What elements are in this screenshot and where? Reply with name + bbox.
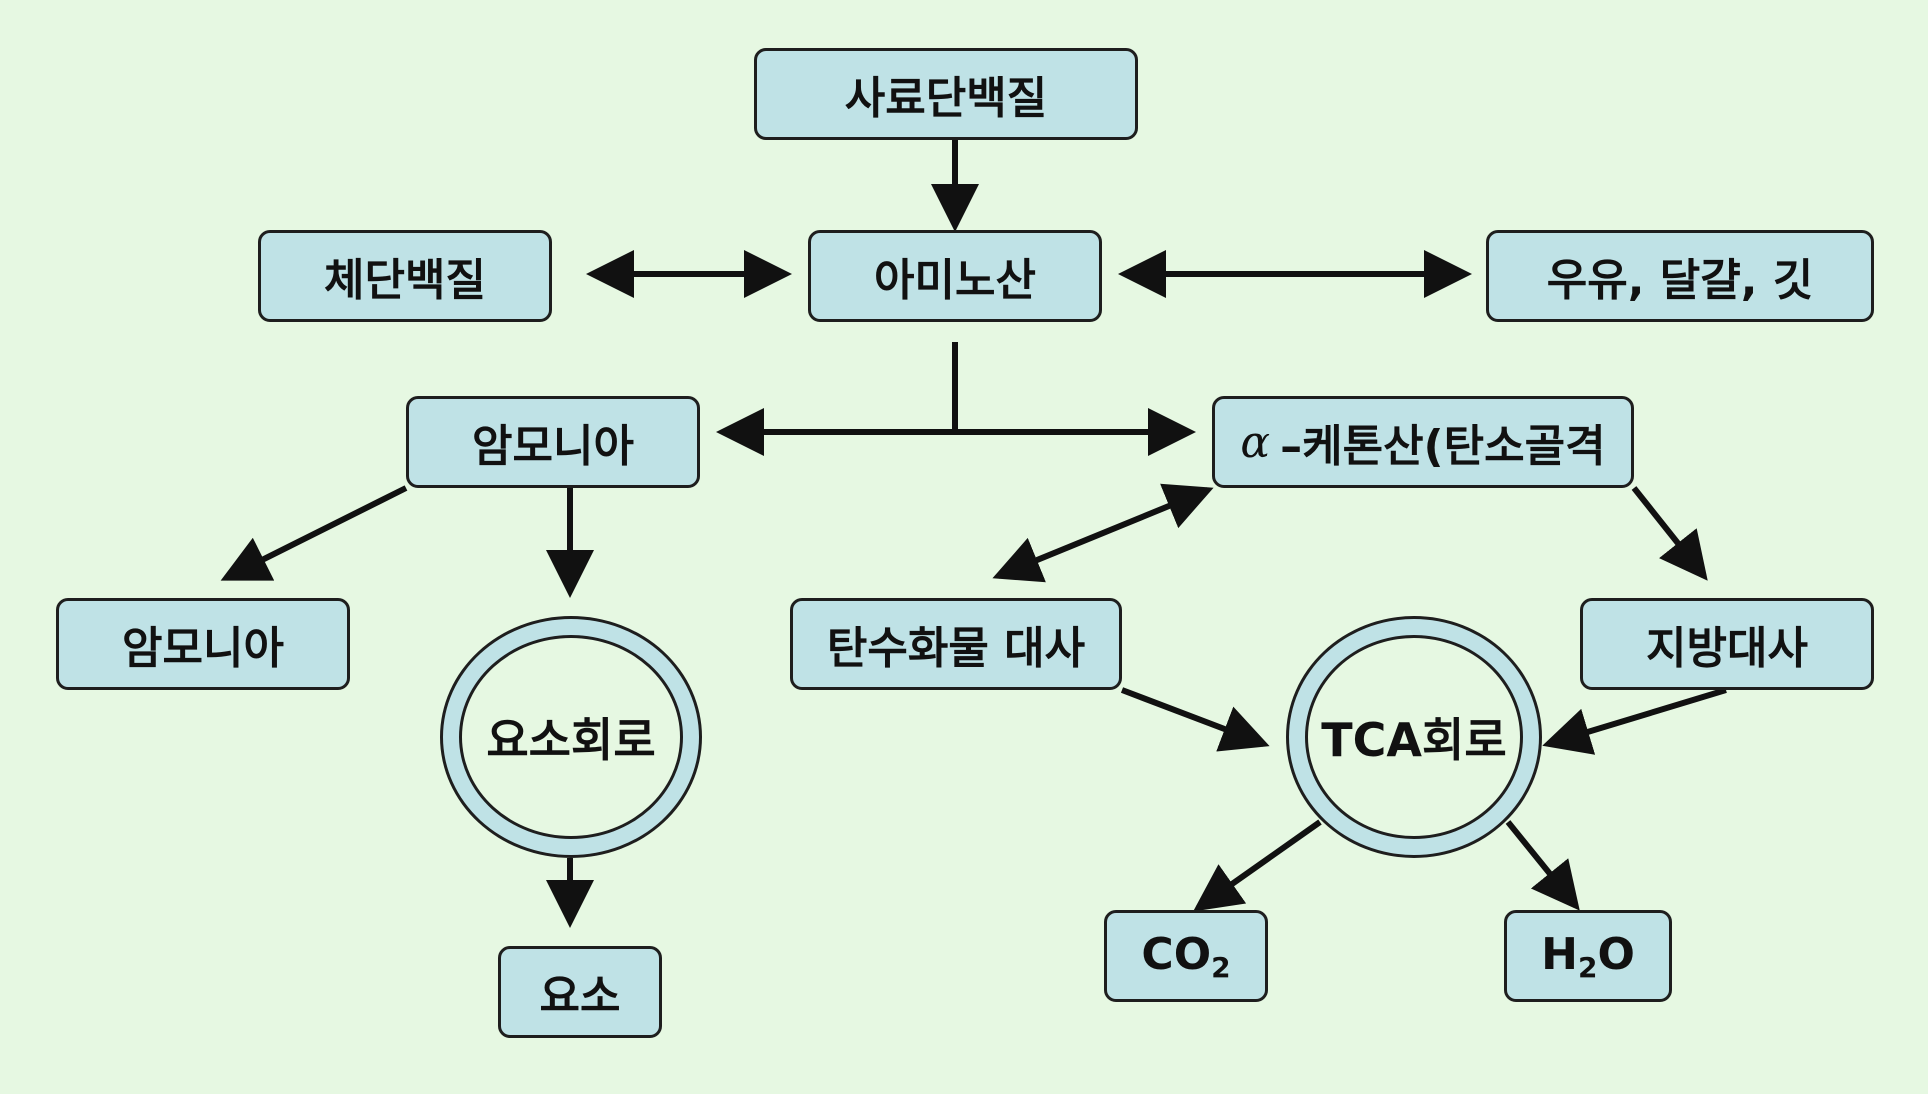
alpha-symbol: α bbox=[1240, 416, 1271, 468]
node-ammonia: 암모니아 bbox=[406, 396, 700, 488]
node-dietary-protein: 사료단백질 bbox=[754, 48, 1138, 140]
node-h2o: H2O bbox=[1504, 910, 1672, 1002]
tca-cycle-inner: TCA회로 bbox=[1305, 635, 1523, 839]
node-amino-acid: 아미노산 bbox=[808, 230, 1102, 322]
node-urea: 요소 bbox=[498, 946, 662, 1038]
node-carbohydrate-metabolism: 탄수화물 대사 bbox=[790, 598, 1122, 690]
h2o-subscript: 2 bbox=[1577, 950, 1598, 984]
node-milk-egg-wool: 우유, 달걀, 깃 bbox=[1486, 230, 1874, 322]
urea-cycle-inner: 요소회로 bbox=[459, 635, 683, 839]
node-body-protein-label: 체단백질 bbox=[324, 255, 486, 306]
node-body-protein: 체단백질 bbox=[258, 230, 552, 322]
arrow-ammonia-to-ammonia bbox=[220, 485, 408, 581]
arrow-carb-to-tca bbox=[1120, 687, 1270, 752]
arrow-tca-to-h2o bbox=[1505, 820, 1580, 911]
arrow-tca-to-co2 bbox=[1193, 819, 1322, 912]
urea-cycle-label: 요소회로 bbox=[486, 713, 656, 767]
co2-subscript: 2 bbox=[1211, 950, 1231, 984]
tca-cycle: TCA회로 bbox=[1286, 616, 1542, 858]
arrow-keto-carb bbox=[992, 483, 1214, 583]
node-fat-metabolism-label: 지방대사 bbox=[1646, 623, 1808, 674]
node-co2-label: CO2 bbox=[1141, 929, 1230, 984]
h2o-h: H bbox=[1541, 928, 1578, 980]
arrow-keto-fat bbox=[1631, 486, 1708, 581]
node-co2: CO2 bbox=[1104, 910, 1268, 1002]
node-urea-label: 요소 bbox=[539, 971, 621, 1022]
h2o-o: O bbox=[1597, 928, 1635, 980]
node-amino-acid-label: 아미노산 bbox=[874, 255, 1036, 306]
node-keto-acid-label: –케톤산(탄소골격 bbox=[1280, 421, 1606, 472]
node-ammonia-label: 암모니아 bbox=[472, 421, 634, 472]
arrow-fat-to-tca bbox=[1542, 687, 1727, 755]
node-milk-egg-wool-label: 우유, 달걀, 깃 bbox=[1546, 255, 1814, 306]
node-ammonia-excreted-label: 암모니아 bbox=[122, 623, 284, 674]
urea-cycle: 요소회로 bbox=[440, 616, 702, 858]
node-ammonia-excreted: 암모니아 bbox=[56, 598, 350, 690]
co2-main: CO bbox=[1141, 928, 1212, 980]
node-carbohydrate-metabolism-label: 탄수화물 대사 bbox=[826, 623, 1086, 674]
node-fat-metabolism: 지방대사 bbox=[1580, 598, 1874, 690]
node-keto-acid: α –케톤산(탄소골격 bbox=[1212, 396, 1634, 488]
node-h2o-label: H2O bbox=[1541, 929, 1635, 984]
node-dietary-protein-label: 사료단백질 bbox=[844, 73, 1048, 124]
tca-cycle-label: TCA회로 bbox=[1321, 713, 1507, 767]
